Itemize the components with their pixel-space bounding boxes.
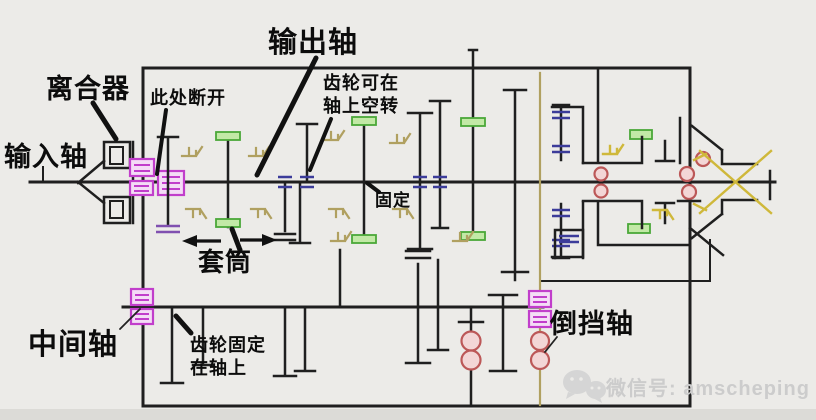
label-clutch: 离合器 xyxy=(46,73,130,104)
lower-right-gear-mechanism xyxy=(550,199,702,260)
label-free-gear-line1: 齿轮可在 xyxy=(323,72,399,93)
label-fixed-gear-line2: 在轴上 xyxy=(190,357,247,378)
shift-clip-symbols xyxy=(180,129,675,243)
sliding-sleeve-green xyxy=(215,116,653,244)
label-fixed-gear-leader xyxy=(173,313,194,336)
label-sleeve-group: 套筒 xyxy=(182,226,277,277)
label-fixed-group: 固定 xyxy=(365,181,411,210)
main-shaft-gears xyxy=(156,48,530,282)
bevel-mesh-x xyxy=(692,149,773,215)
label-counter-shaft-group: 中间轴 xyxy=(28,308,141,361)
label-sleeve: 套筒 xyxy=(198,247,252,277)
reverse-shaft-gear-magenta xyxy=(527,289,553,329)
label-free-gear-group: 齿轮可在 轴上空转 xyxy=(308,72,399,172)
counter-shaft-gears xyxy=(159,248,519,385)
page-edge-strip xyxy=(0,409,816,420)
watermark-text: 微信号: amscheping xyxy=(605,376,810,400)
label-clutch-group: 离合器 xyxy=(46,73,130,142)
label-fixed-gear-group: 齿轮固定 在轴上 xyxy=(173,313,266,378)
label-sleeve-leader xyxy=(229,226,243,253)
synchronizer-sleeve-magenta xyxy=(128,157,186,197)
sleeve-arrow-right-head xyxy=(262,234,277,246)
label-reverse-shaft: 倒挡轴 xyxy=(549,309,634,339)
label-fixed-leader xyxy=(365,181,381,194)
label-reverse-shaft-leader xyxy=(544,336,558,353)
label-clutch-leader xyxy=(90,100,119,142)
label-output-shaft-leader xyxy=(254,55,319,178)
label-fixed-gear-line1: 齿轮固定 xyxy=(190,334,266,355)
label-counter-shaft: 中间轴 xyxy=(28,328,118,361)
label-input-shaft: 输入轴 xyxy=(4,141,88,172)
output-flange xyxy=(688,124,773,257)
label-counter-shaft-leader xyxy=(119,308,141,330)
label-free-gear-line2: 轴上空转 xyxy=(323,95,399,116)
watermark: 微信号: amscheping xyxy=(563,370,810,403)
label-output-shaft-group: 输出轴 xyxy=(254,25,358,178)
upper-right-gear-mechanism xyxy=(550,68,712,201)
wechat-icon xyxy=(563,370,606,403)
reverse-idler-gears xyxy=(457,305,551,408)
sleeve-arrow-left-head xyxy=(182,235,197,247)
label-break-here-group: 此处断开 xyxy=(150,87,226,176)
input-shaft-line xyxy=(28,166,777,184)
label-reverse-shaft-group: 倒挡轴 xyxy=(544,309,634,353)
gearbox-housing xyxy=(141,66,692,408)
label-break-here: 此处断开 xyxy=(150,87,226,108)
label-free-gear-leader xyxy=(308,117,333,172)
label-fixed: 固定 xyxy=(375,190,411,210)
label-break-here-leader xyxy=(155,108,168,176)
label-output-shaft: 输出轴 xyxy=(268,25,358,59)
